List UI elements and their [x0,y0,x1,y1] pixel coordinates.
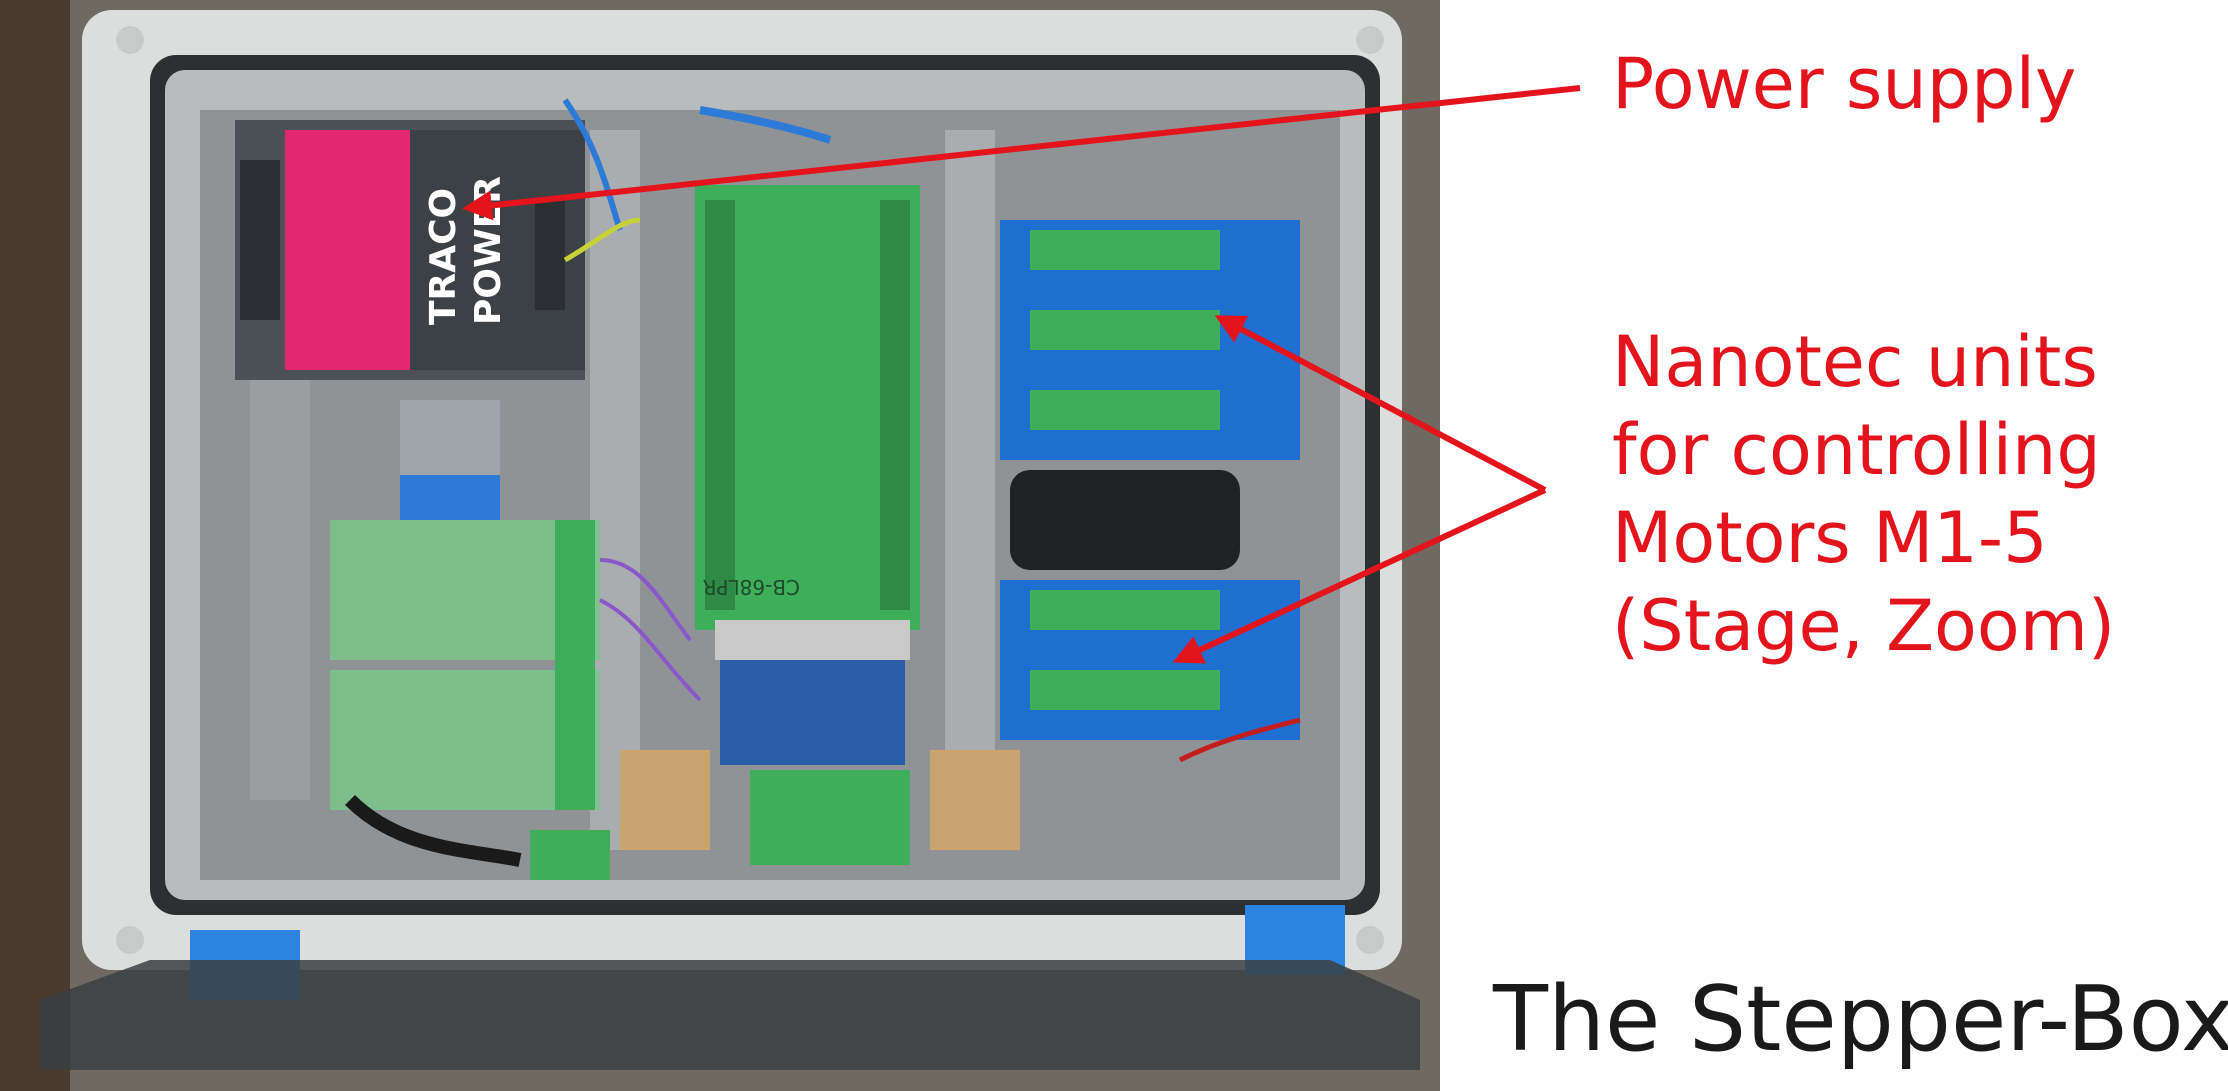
nanotec-annotation-line: Nanotec units [1612,321,2098,403]
nanotec-annotation-line: Motors M1-5 [1612,497,2048,579]
svg-text:POWER: POWER [468,176,509,325]
nanotec-annotation-line: for controlling [1612,409,2101,491]
relay-modules [330,520,600,810]
nanotec-annotation-line: (Stage, Zoom) [1612,585,2116,667]
figure-caption: The Stepper-Box [1493,967,2228,1072]
power-brand-label: TRACO POWER [423,176,509,325]
power-supply-annotation: Power supply [1612,43,2077,125]
svg-text:CB-68LPR: CB-68LPR [702,575,800,599]
power-supply-unit: TRACO POWER [235,120,585,380]
breakout-board: CB-68LPR [695,185,920,765]
svg-text:TRACO: TRACO [423,188,464,325]
nanotec-annotation: Nanotec units for controlling Motors M1-… [1612,318,2115,670]
stepper-box-photo: TRACO POWER CB-68LPR [0,0,1440,1091]
